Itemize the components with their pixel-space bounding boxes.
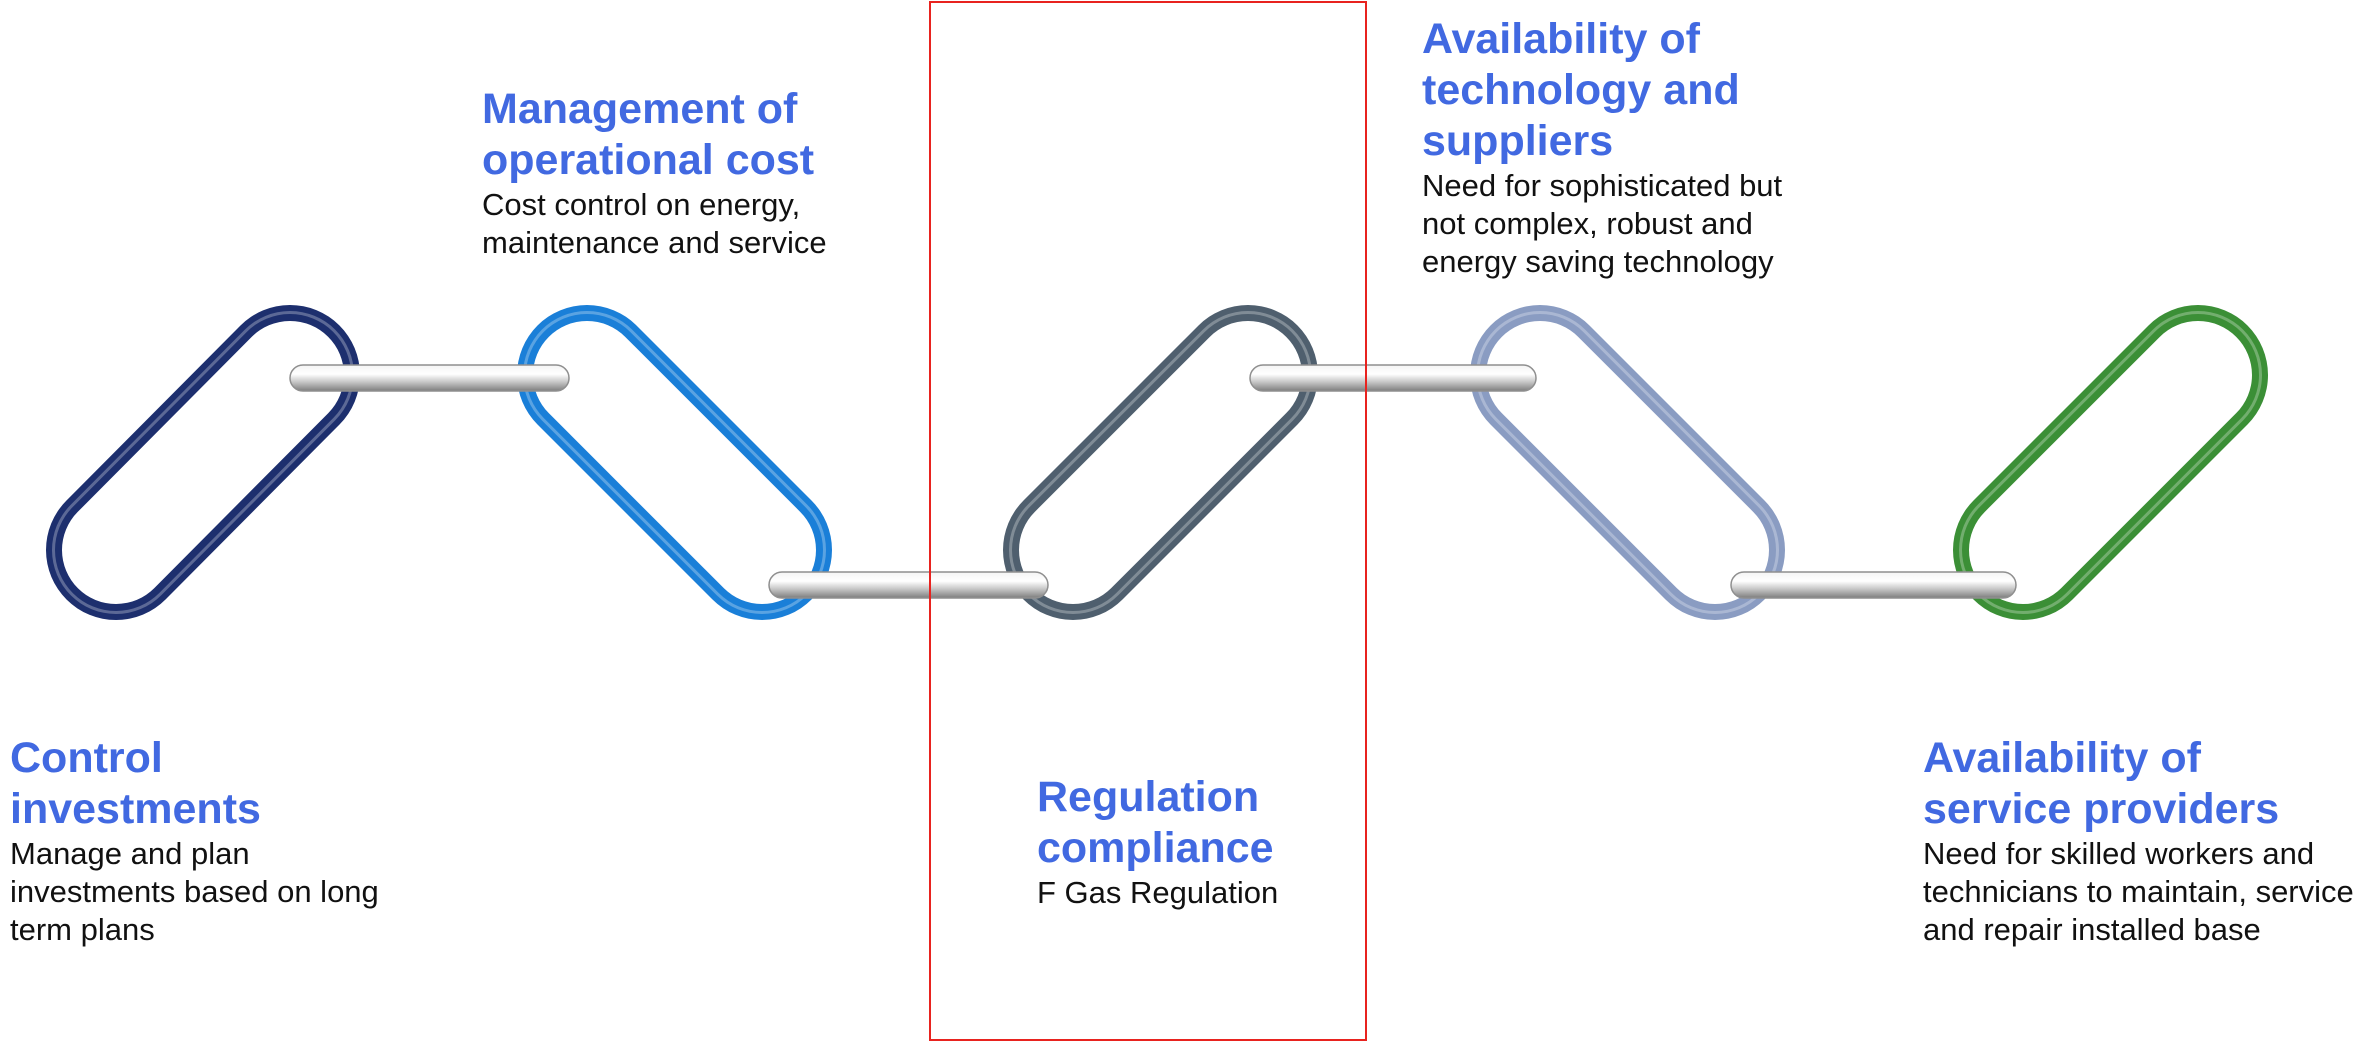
technology-suppliers-desc: Need for sophisticated but not complex, …	[1422, 168, 1783, 279]
technology-suppliers-title: Availability of technology and suppliers	[1422, 15, 1740, 165]
connector-bar-3	[1249, 364, 1537, 392]
chain-link-4	[1470, 305, 1785, 620]
control-investments-block: Control investments Manage and plan inve…	[10, 733, 379, 949]
technology-suppliers-block: Availability of technology and suppliers…	[1422, 14, 1782, 281]
chain-link-2	[517, 305, 832, 620]
management-cost-block: Management of operational cost Cost cont…	[482, 84, 827, 262]
service-providers-title: Availability of service providers	[1923, 734, 2280, 833]
control-investments-desc: Manage and plan investments based on lon…	[10, 836, 379, 947]
service-providers-desc: Need for skilled workers and technicians…	[1923, 836, 2354, 947]
chain-link-5	[1953, 305, 2268, 620]
management-cost-title: Management of operational cost	[482, 85, 815, 184]
regulation-compliance-desc: F Gas Regulation	[1037, 875, 1279, 910]
connector-bar-2	[768, 571, 1049, 599]
regulation-compliance-block: Regulation compliance F Gas Regulation	[1037, 772, 1278, 912]
connector-bar-4	[1730, 571, 2017, 599]
control-investments-title: Control investments	[10, 734, 261, 833]
chain-link-1	[46, 305, 360, 620]
service-providers-block: Availability of service providers Need f…	[1923, 733, 2354, 949]
chain-link-3	[1003, 305, 1318, 620]
management-cost-desc: Cost control on energy, maintenance and …	[482, 187, 827, 260]
regulation-compliance-title: Regulation compliance	[1037, 773, 1274, 872]
connector-bar-1	[289, 364, 570, 392]
